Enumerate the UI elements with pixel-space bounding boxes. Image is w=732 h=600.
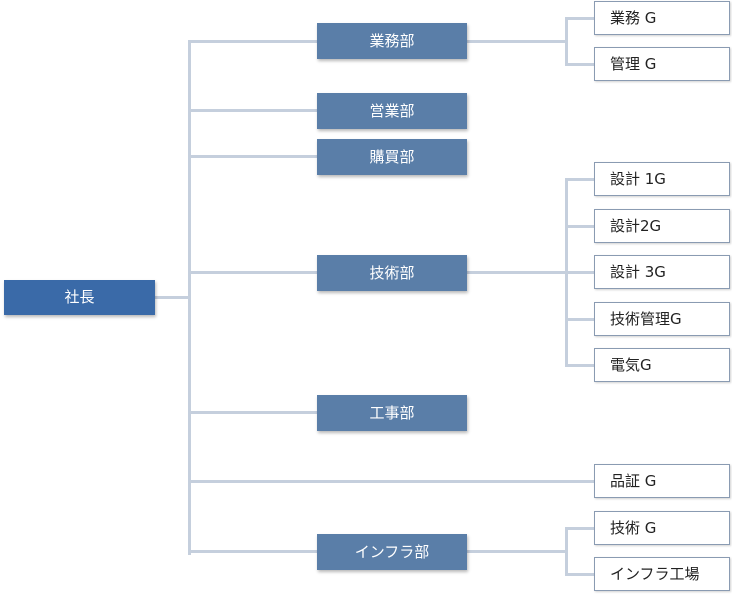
connector-gyomu [188,40,318,43]
connector-kanri-g [565,63,594,66]
group-box-sekkei-2g: 設計2G [594,209,730,243]
connector-denki-g [565,364,594,367]
dept-box-kobai: 購買部 [317,139,467,175]
group-box-sekkei-1g: 設計 1G [594,162,730,196]
group-box-denki-g: 電気G [594,348,730,382]
connector-trunk [188,40,191,555]
connector-kobai [188,155,318,158]
connector-infra [188,550,318,553]
dept-box-gyomu: 業務部 [317,23,467,59]
group-box-gijutsu-kanri-g: 技術管理G [594,302,730,336]
dept-box-infra: インフラ部 [317,534,467,570]
connector-sekkei-3g [565,271,594,274]
connector-gijutsu [188,271,318,274]
connector-infra-kojo [565,573,594,576]
group-box-sekkei-3g: 設計 3G [594,255,730,289]
connector-sekkei-1g [565,178,594,181]
group-box-kanri-g: 管理 G [594,47,730,81]
connector-infra-out [467,550,567,553]
connector-gijutsu-kanri-g [565,318,594,321]
connector-hinsho [188,480,594,483]
connector-gijutsu-out [467,271,567,274]
connector-gyomu-out [467,40,567,43]
connector-gyomu-bus [565,17,568,66]
connector-infra-bus [565,527,568,576]
connector-koji [188,411,318,414]
connector-gijutsu-g [565,527,594,530]
root-box-shacho: 社長 [4,280,155,315]
group-box-gyomu-g: 業務 G [594,1,730,35]
connector-eigyo [188,109,318,112]
connector-root [155,296,190,299]
group-box-infra-kojo: インフラ工場 [594,557,730,591]
connector-sekkei-2g [565,225,594,228]
group-box-hinsho-g: 品証 G [594,464,730,498]
group-box-gijutsu-g: 技術 G [594,511,730,545]
dept-box-koji: 工事部 [317,395,467,431]
connector-gyomu-g [565,17,594,20]
dept-box-gijutsu: 技術部 [317,255,467,291]
dept-box-eigyo: 営業部 [317,93,467,129]
